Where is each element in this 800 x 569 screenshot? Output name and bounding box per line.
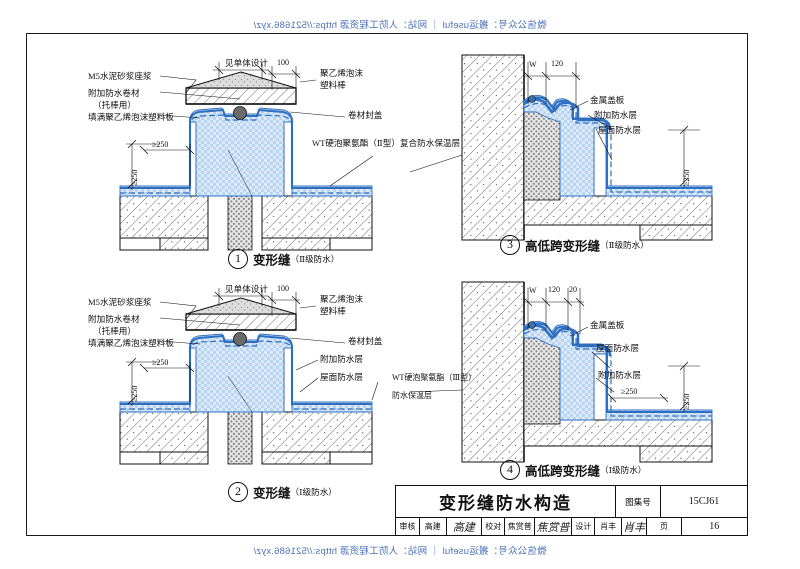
label-d4-metal-cover: 金属盖板: [590, 320, 625, 330]
caption-detail-1: 1 变形缝（Ⅱ级防水）: [228, 249, 339, 269]
caption-detail-2: 2 变形缝（Ⅰ级防水）: [228, 482, 337, 502]
dim-d4-h250: ≥250: [621, 387, 638, 396]
caption-detail-4: 4 高低跨变形缝（Ⅰ级防水）: [500, 460, 646, 480]
label-d4-roof-waterproof: 屋面防水层: [596, 343, 639, 353]
label-d1-wt-insulation: WT硬泡聚氨酯（Ⅱ型）复合防水保温层: [312, 138, 461, 148]
label-d2-wt-line1: WT硬泡聚氨酯（Ⅲ型）: [392, 373, 477, 382]
label-d1-foam-rod-2: 塑料棒: [320, 80, 346, 90]
caption-3-subtitle: （Ⅱ级防水）: [600, 240, 649, 250]
caption-4-number: 4: [500, 460, 520, 480]
dim-d4-w: W: [529, 286, 537, 295]
label-d2-extra-waterproof: 附加防水层: [320, 354, 363, 364]
caption-2-title: 变形缝: [253, 486, 291, 501]
dim-d1-h250: ≥250: [152, 140, 169, 149]
label-d1-membrane: 附加防水卷材: [88, 88, 140, 98]
dim-d3-w: W: [529, 60, 537, 69]
label-d1-roll-cover: 卷材封盖: [348, 110, 383, 120]
caption-2-number: 2: [228, 482, 248, 502]
atlas-no-value: 15CJ61: [660, 486, 747, 517]
label-d2-wt-line2: 防水保温层: [392, 391, 432, 400]
caption-1-number: 1: [228, 249, 248, 269]
design-name: 肖丰: [594, 518, 620, 535]
label-d2-foam-rod-1: 聚乙烯泡沫: [320, 294, 363, 304]
design-signature: 肖丰: [620, 518, 647, 535]
caption-3-title: 高低跨变形缝: [525, 239, 601, 254]
label-d2-foam-rod-2: 塑料棒: [320, 306, 346, 316]
detail-4-geometry: [409, 281, 713, 463]
label-d2-membrane: 附加防水卷材: [88, 314, 140, 324]
label-d2-membrane-note: （托棒用）: [93, 326, 136, 336]
caption-2-subtitle: （Ⅰ级防水）: [290, 487, 337, 497]
title-block: 变形缝防水构造 图集号 15CJ61 审核 高建 高建 校对 焦赏普 焦赏普 设…: [395, 485, 748, 536]
detail-2-geometry: [119, 288, 379, 465]
check-label: 校对: [481, 518, 504, 535]
label-d1-see-design: 见单体设计: [225, 58, 268, 68]
drawing-frame: [26, 33, 748, 536]
atlas-no-label: 图集号: [615, 486, 660, 517]
detail-1-geometry: [119, 62, 374, 251]
dim-d2-v250: ≥250: [130, 385, 139, 402]
title-block-top-row: 变形缝防水构造 图集号 15CJ61: [396, 486, 747, 518]
review-signature: 高建: [445, 518, 482, 535]
caption-1-subtitle: （Ⅱ级防水）: [290, 254, 340, 264]
label-d1-mortar: M5水泥砂浆座浆: [88, 71, 152, 81]
dim-d4-v250: ≥250: [682, 393, 691, 410]
caption-4-title: 高低跨变形缝: [525, 464, 601, 479]
dim-d2-100: 100: [277, 284, 289, 293]
title-block-bottom-row: 审核 高建 高建 校对 焦赏普 焦赏普 设计 肖丰 肖丰 页 16: [396, 518, 747, 535]
caption-4-subtitle: （Ⅰ级防水）: [600, 465, 647, 475]
dim-d4-120: 120: [548, 285, 560, 294]
label-d3-metal-cover: 金属盖板: [590, 95, 625, 105]
label-d1-foam-board: 填满聚乙烯泡沫塑料板: [88, 112, 174, 122]
design-label: 设计: [571, 518, 594, 535]
check-name: 焦赏普: [504, 518, 533, 535]
dim-d1-v250: ≥250: [130, 169, 139, 186]
check-signature: 焦赏普: [533, 518, 571, 535]
label-d2-mortar: M5水泥砂浆座浆: [88, 297, 152, 307]
page-label: 页: [646, 518, 680, 535]
label-d2-roof-waterproof: 屋面防水层: [320, 372, 363, 382]
page-value: 16: [680, 518, 747, 535]
label-d2-see-design: 见单体设计: [225, 284, 268, 294]
label-d4-extra-waterproof: 附加防水层: [598, 370, 641, 380]
label-d1-membrane-note: （托棒用）: [93, 100, 136, 110]
caption-3-number: 3: [500, 235, 520, 255]
caption-1-title: 变形缝: [253, 253, 291, 268]
dim-d4-20: 20: [569, 285, 577, 294]
dim-d3-120: 120: [551, 59, 563, 68]
review-label: 审核: [399, 522, 416, 531]
sheet-title: 变形缝防水构造: [439, 494, 572, 513]
label-d2-foam-board: 填满聚乙烯泡沫塑料板: [88, 338, 174, 348]
detail-3-geometry: [409, 54, 713, 241]
label-d3-roof-waterproof: 屋面防水层: [598, 125, 641, 135]
label-d3-extra-waterproof: 附加防水层: [594, 110, 637, 120]
dim-d3-250: ≥250: [682, 169, 691, 186]
dim-d1-100: 100: [277, 58, 289, 67]
review-name: 高建: [419, 518, 445, 535]
dim-d2-h250: ≥250: [152, 358, 169, 367]
label-d1-foam-rod-1: 聚乙烯泡沫: [320, 68, 363, 78]
label-d2-roll-cover: 卷材封盖: [348, 336, 383, 346]
caption-detail-3: 3 高低跨变形缝（Ⅱ级防水）: [500, 235, 649, 255]
